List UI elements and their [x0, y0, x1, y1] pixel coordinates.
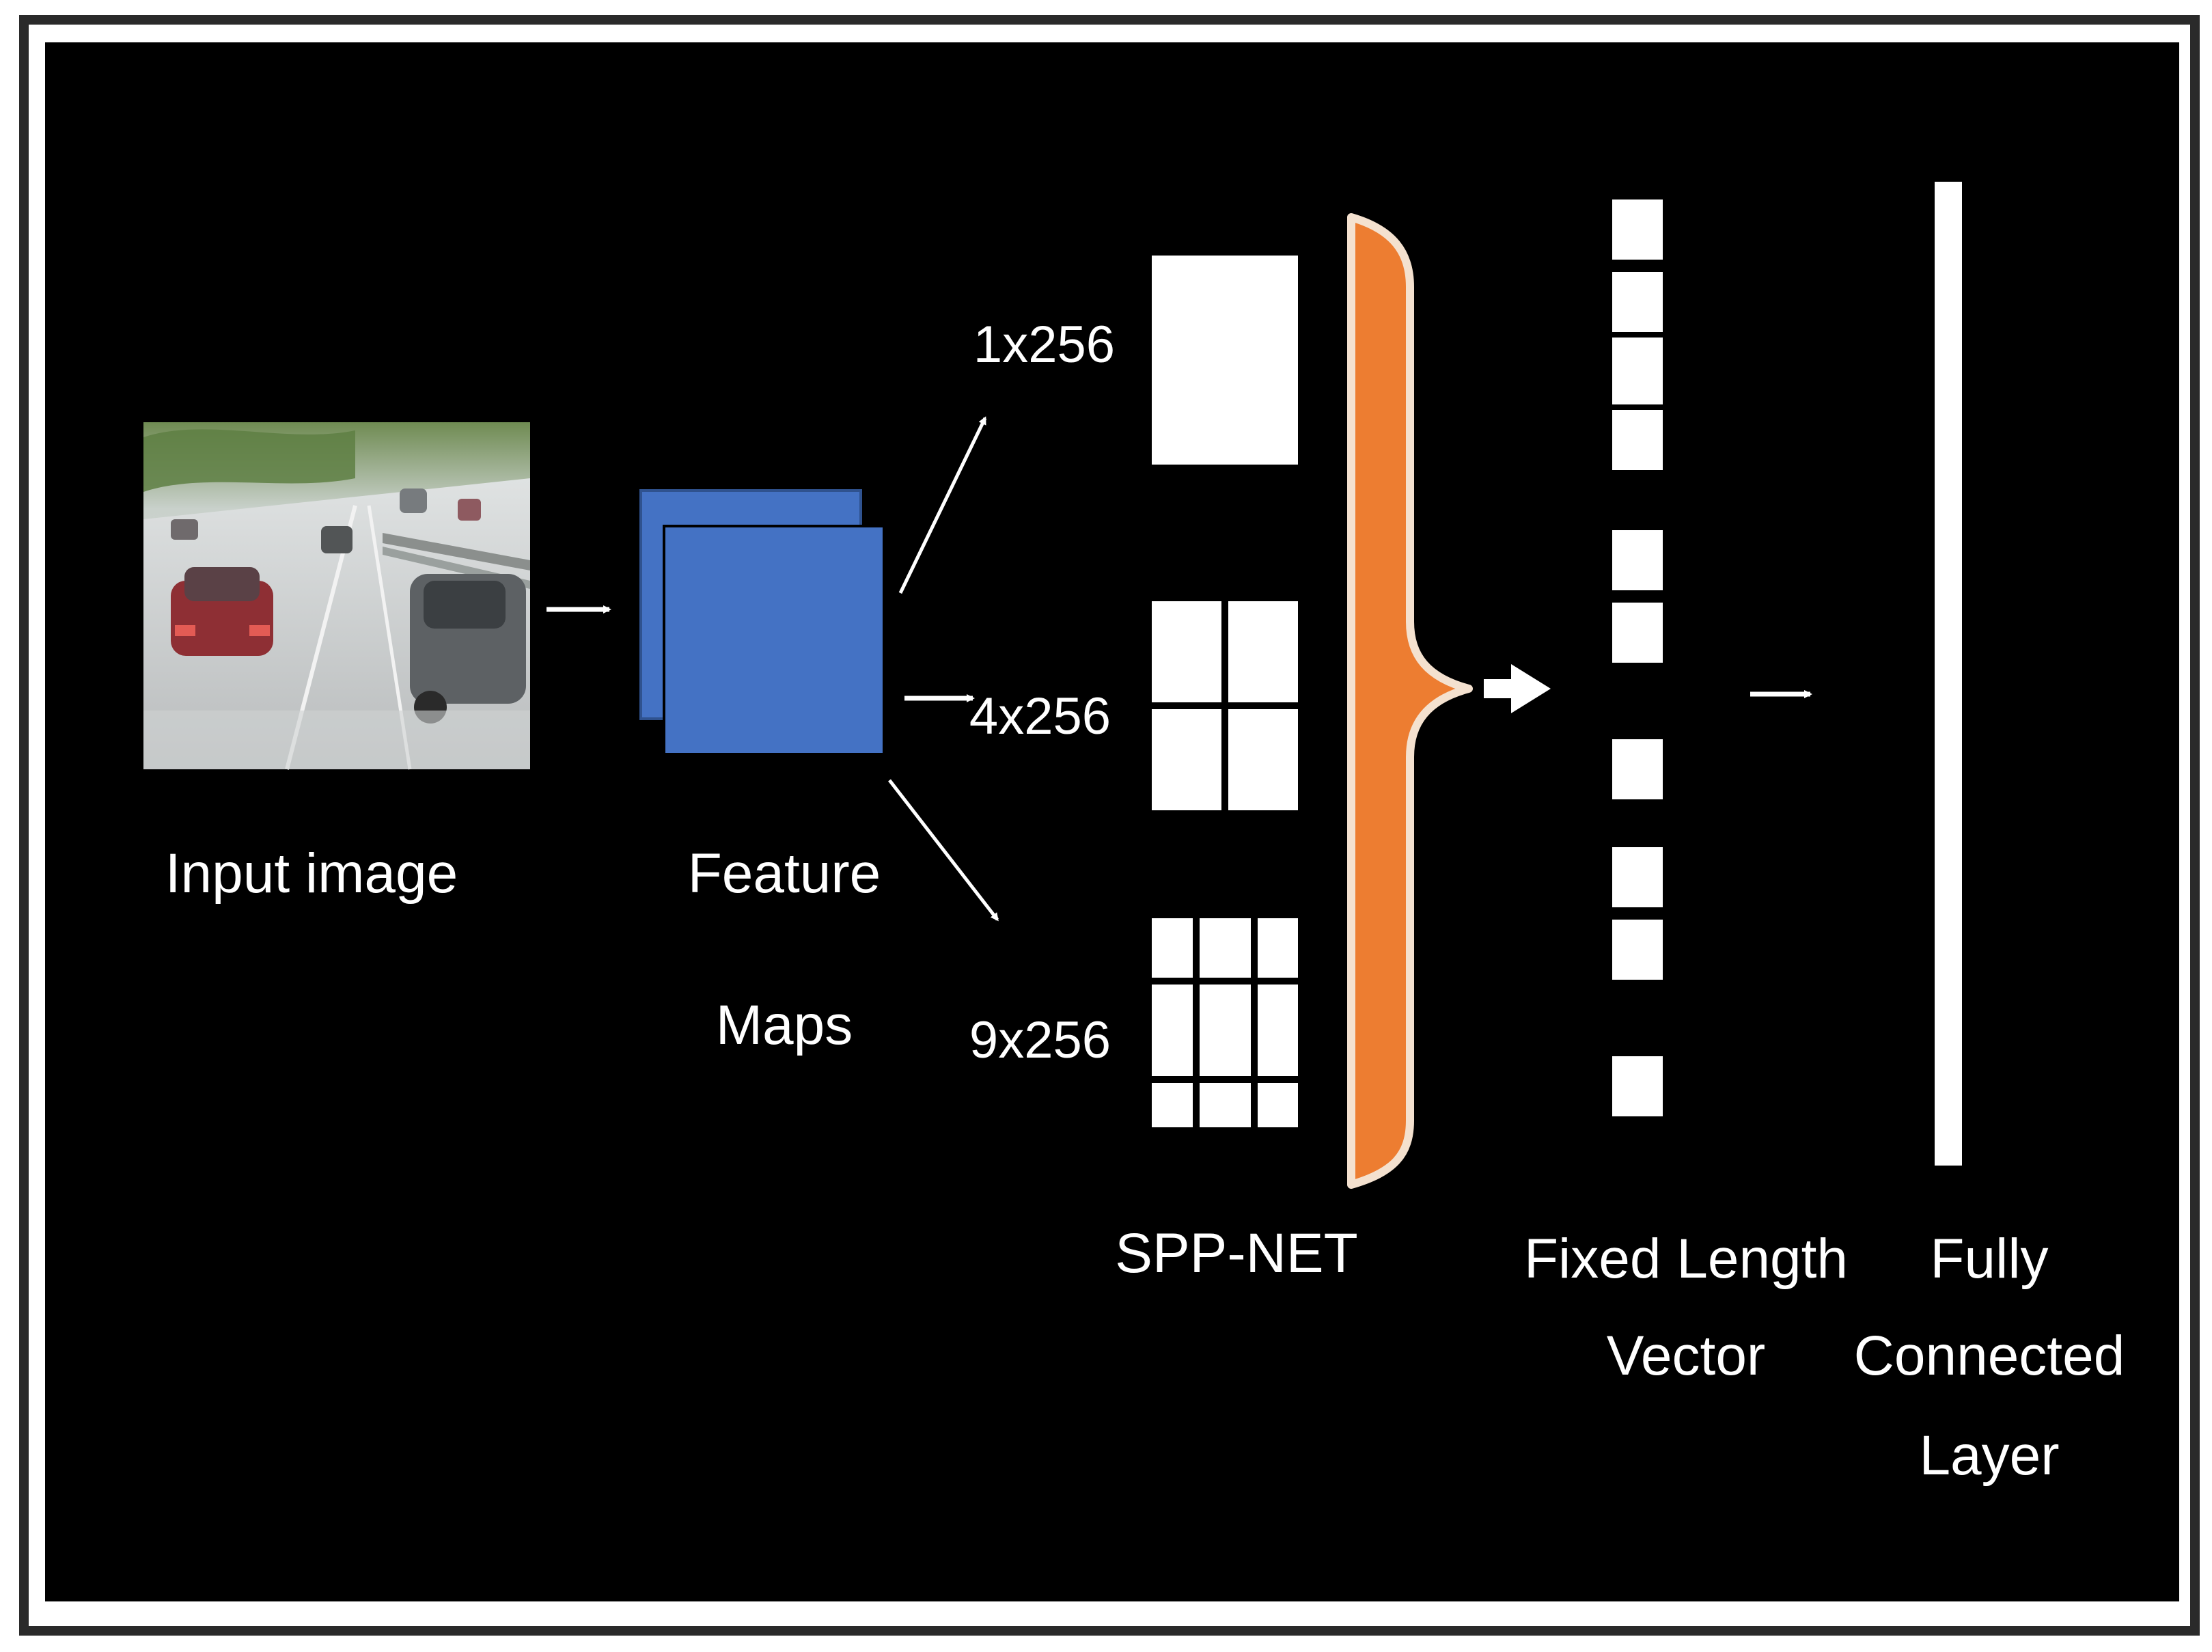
pyramid-level-9-grid	[1152, 918, 1298, 1127]
feature-maps-label-line1: Feature	[688, 842, 881, 905]
fc-label-line3: Layer	[1919, 1424, 2059, 1487]
fully-connected-layer-bar	[1935, 182, 1962, 1166]
arrow-to-level-9	[888, 779, 999, 922]
level-1-label: 1x256	[973, 316, 1115, 374]
pyramid-level-4-grid	[1152, 601, 1298, 810]
diagram-background	[45, 42, 2179, 1601]
feature-maps-label-line2: Maps	[716, 994, 853, 1056]
fixed-vector-label-line1: Fixed Length	[1524, 1228, 1848, 1290]
fc-label-line1: Fully	[1930, 1228, 2048, 1290]
fc-label-line2: Connected	[1854, 1325, 2125, 1387]
level-9-label: 9x256	[969, 1011, 1111, 1069]
arrow-to-level-1	[898, 416, 987, 594]
pyramid-level-1-box	[1152, 256, 1298, 465]
feature-maps-icon	[639, 489, 885, 756]
car-gray-icon	[410, 574, 526, 724]
fixed-vector-label-line2: Vector	[1607, 1325, 1765, 1387]
fixed-length-vector-icon	[1612, 199, 1663, 1116]
spp-net-label: SPP-NET	[1115, 1222, 1357, 1284]
input-image	[143, 422, 530, 770]
input-image-label: Input image	[165, 842, 458, 905]
orange-brace-icon	[1347, 213, 1473, 1189]
arrow-brace-to-vector	[1484, 664, 1551, 713]
car-red-icon	[171, 567, 273, 656]
level-4-label: 4x256	[969, 687, 1111, 745]
